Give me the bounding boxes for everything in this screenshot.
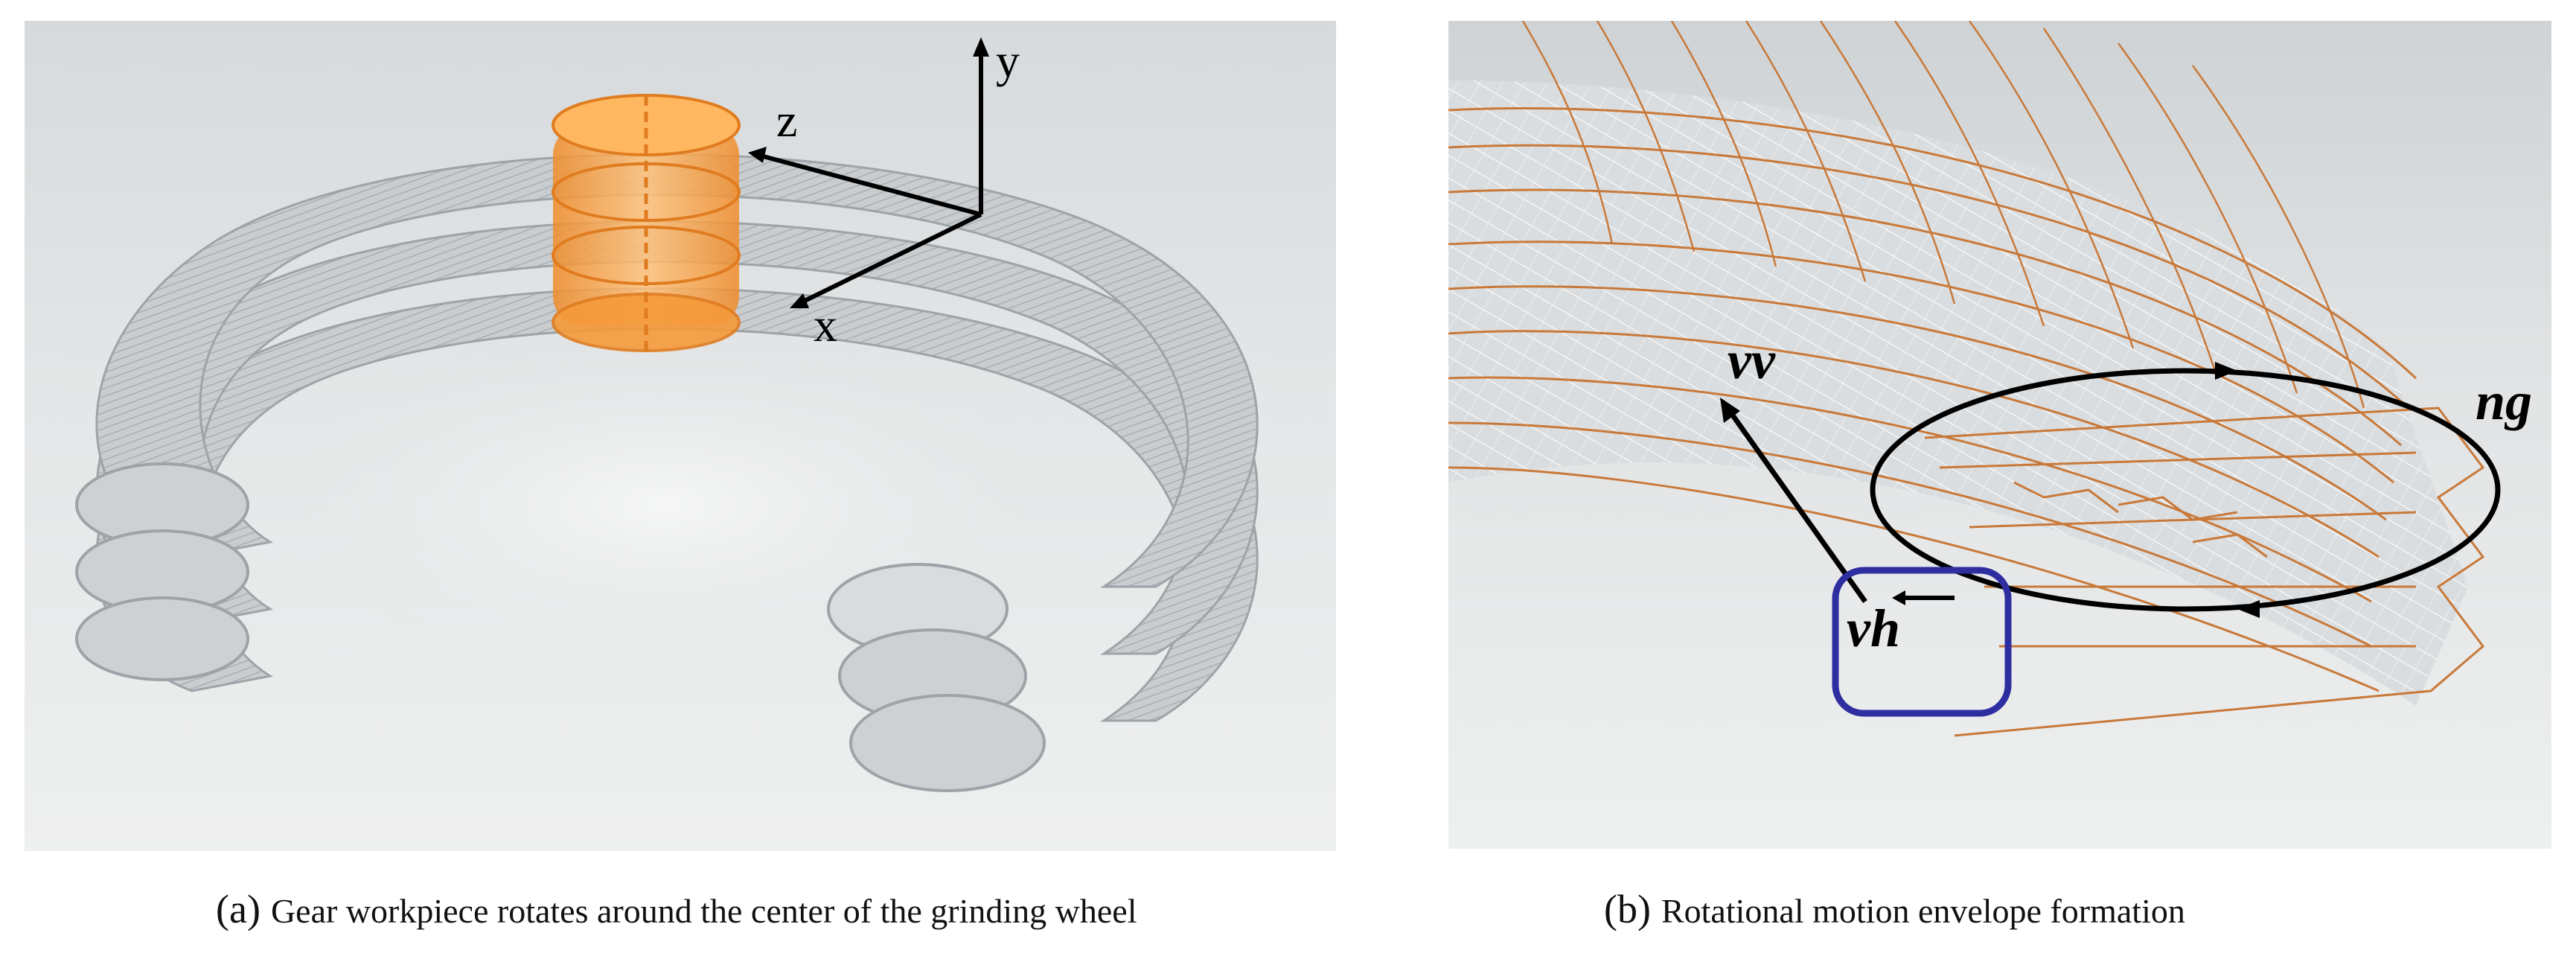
gear-workpiece [552, 94, 741, 352]
ng-label: ng [2476, 372, 2532, 431]
wireframe-ribs [1521, 21, 2365, 409]
caption-b-text: Rotational motion envelope formation [1661, 892, 2185, 930]
panel-b-canvas: vv vh ng [1448, 21, 2532, 737]
caption-b: (b) Rotational motion envelope formation [1604, 886, 2185, 932]
wheel-body [1448, 80, 2468, 706]
y-axis-label: y [996, 34, 1020, 87]
panel-a-canvas: y z x [75, 34, 1259, 792]
x-axis [797, 212, 982, 306]
vv-vector-arrow [1720, 398, 1867, 604]
wireframe-arcs [1448, 107, 2417, 692]
panel-b-envelope-view: vv vh ng [1448, 21, 2551, 849]
coordinate-axes [748, 37, 989, 308]
caption-a: (a)Gear workpiece rotates around the cen… [216, 886, 1137, 932]
z-axis-label: z [776, 94, 797, 147]
caption-a-tag: (a) [216, 887, 261, 931]
caption-a-text: Gear workpiece rotates around the center… [270, 892, 1137, 930]
ring-end-right [827, 563, 1046, 792]
z-axis [757, 153, 982, 217]
caption-b-tag: (b) [1604, 887, 1651, 931]
panel-a-grinding-wheel-view: y z x [25, 21, 1336, 851]
ring-end-left [75, 462, 249, 681]
x-axis-label: x [814, 299, 837, 351]
vh-vector-arrow [1892, 590, 1955, 605]
ng-rotation-ellipse [1870, 362, 2501, 618]
vv-label: vv [1728, 331, 1776, 390]
contact-region-highlight-box [1832, 567, 2012, 717]
vh-label: vh [1847, 599, 1900, 658]
